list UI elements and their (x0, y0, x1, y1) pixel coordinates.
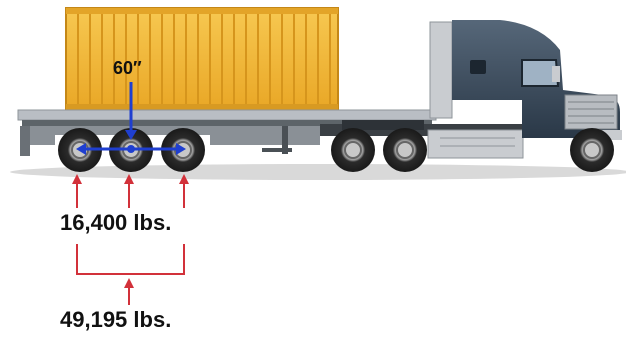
total-weight-bracket (77, 244, 184, 305)
total-weight-label: 49,195 lbs. (60, 307, 171, 333)
axle-weight-label: 16,400 lbs. (60, 210, 171, 236)
axle-spacing-label: 60″ (113, 58, 142, 79)
tractor-wheel-icon (383, 128, 427, 172)
axle-weight-arrows (72, 174, 189, 208)
tractor-wheel-icon (331, 128, 375, 172)
ground-shadow (10, 164, 626, 180)
semi-truck-cab-icon (430, 20, 622, 140)
shipping-container-icon (66, 8, 338, 110)
steer-wheel-icon (570, 128, 614, 172)
